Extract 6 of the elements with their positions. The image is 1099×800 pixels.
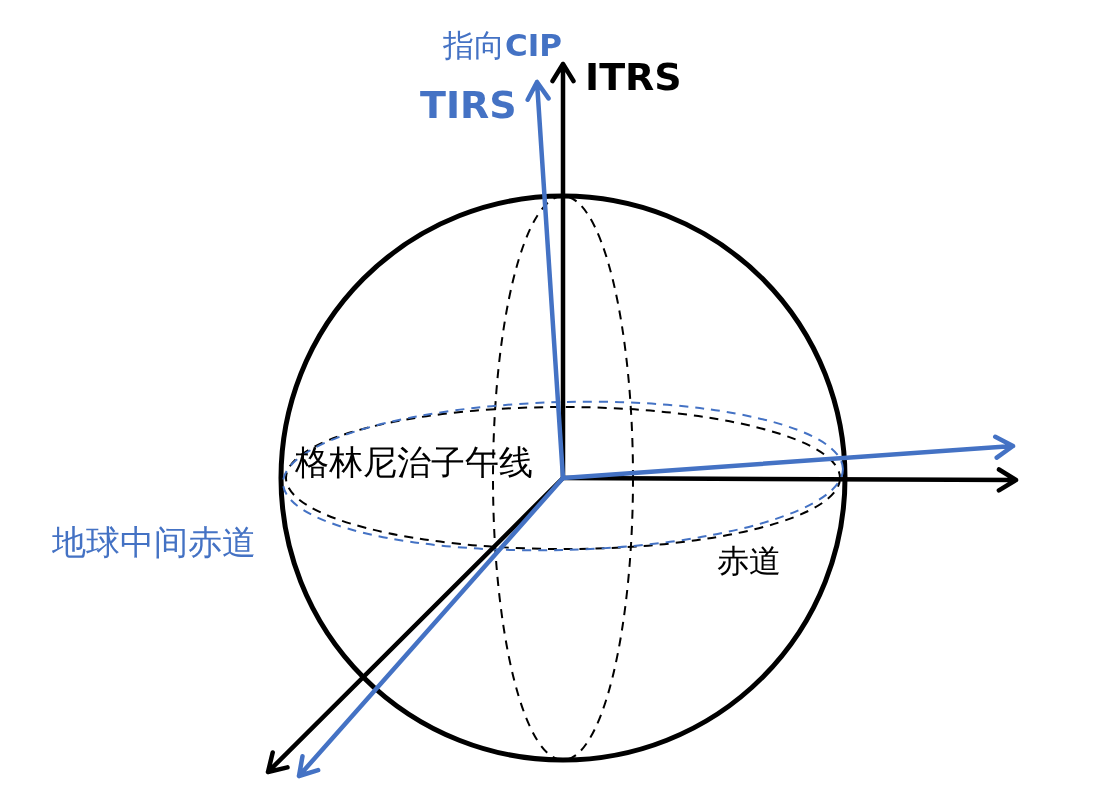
- axis-label: ITRS: [585, 58, 682, 96]
- axis-label: 指向CIP: [443, 30, 562, 61]
- axis-label: TIRS: [420, 86, 517, 124]
- meridian-label: 格林尼治子午线: [295, 445, 533, 479]
- equator-label: 赤道: [717, 545, 781, 577]
- equator-label: 地球中间赤道: [52, 525, 256, 559]
